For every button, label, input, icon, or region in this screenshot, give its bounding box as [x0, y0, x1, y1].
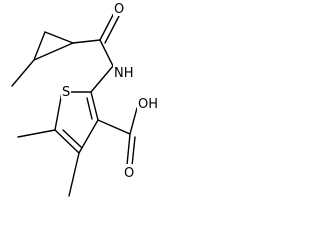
- oxygen-acid-label: O: [124, 166, 134, 181]
- bond-c5-c4: [54, 129, 80, 154]
- bond-cp1-cp2: [33, 31, 46, 61]
- bond-c3-carboxyl: [97, 119, 131, 135]
- bond-carboxyl-o-2: [131, 136, 136, 167]
- bond-cyclopropane-carbonyl: [72, 39, 101, 44]
- hydroxyl-label: OH: [138, 97, 158, 112]
- bond-carbonyl-n: [99, 39, 114, 67]
- label-mask-oh: [137, 96, 159, 112]
- nitrogen-label: NH: [114, 66, 134, 81]
- bond-c4-methyl: [68, 152, 80, 197]
- amide-carbonyl: [99, 12, 120, 67]
- bond-c5-c4-inner: [62, 129, 82, 148]
- atom-labels: O NH S OH O: [61, 1, 159, 181]
- sulfur-label: S: [62, 85, 70, 100]
- bond-cp1-cp3: [33, 42, 74, 61]
- oxygen-amide-label: O: [114, 2, 124, 17]
- bond-s-c5: [54, 91, 63, 131]
- label-mask-o-amide: [113, 1, 125, 16]
- bond-carboxyl-o-1: [126, 133, 131, 166]
- chemical-structure: O NH S OH O: [11, 1, 159, 197]
- bond-methyl-cyclopropane: [11, 59, 35, 87]
- cyclopropane-ring: [33, 31, 74, 61]
- bond-cp2-cp3: [44, 31, 74, 44]
- bond-n-thiophene: [90, 65, 114, 93]
- label-mask-nh: [113, 64, 137, 80]
- thiophene-ring: [54, 91, 99, 154]
- bond-carbonyl-o-1: [99, 12, 115, 41]
- bond-carbonyl-o-2: [104, 15, 120, 44]
- bond-c3-c2: [90, 91, 99, 121]
- bond-c4-c3: [78, 119, 99, 154]
- label-mask-s: [61, 82, 71, 99]
- label-mask-o-acid: [123, 164, 135, 180]
- carboxylic-acid: [97, 107, 138, 167]
- bond-c5-methyl: [17, 129, 56, 138]
- bond-carboxyl-oh: [129, 107, 138, 135]
- bond-c3-c2-inner: [86, 97, 93, 120]
